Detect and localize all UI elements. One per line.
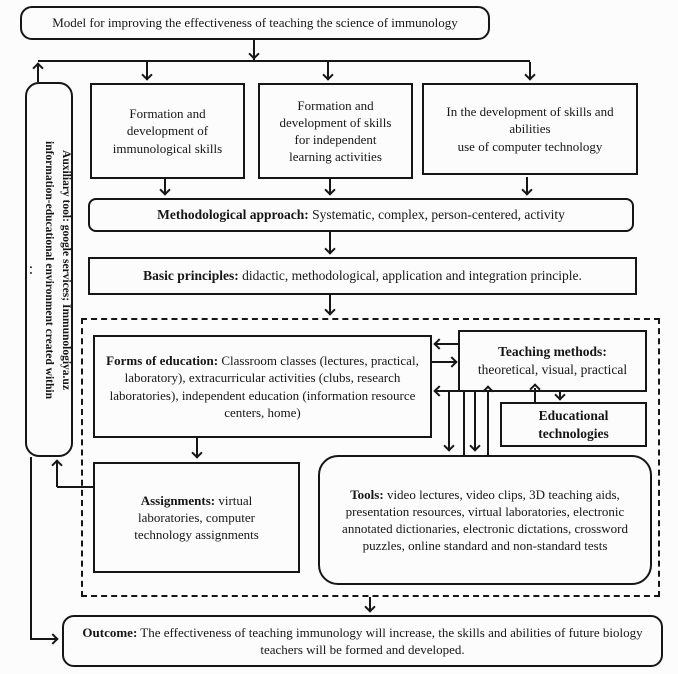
tools-text: Tools: video lectures, video clips, 3D t… xyxy=(342,486,628,554)
connector-line xyxy=(327,62,329,79)
connector-line xyxy=(38,60,530,62)
arrowhead-down xyxy=(324,243,336,255)
box-computer-technology-text: In the development of skills and abiliti… xyxy=(446,104,614,154)
connector-line xyxy=(448,392,450,450)
teaching-methods-text: theoretical, visual, practical xyxy=(477,362,628,377)
connector-line xyxy=(463,392,465,455)
auxiliary-line-3: . . xyxy=(26,265,39,274)
connector-line xyxy=(146,62,148,79)
arrowhead-down xyxy=(248,48,260,60)
box-computer-technology: In the development of skills and abiliti… xyxy=(422,83,638,175)
auxiliary-line-2: information-educational environment crea… xyxy=(43,140,56,399)
connector-line xyxy=(57,486,93,488)
arrowhead-down xyxy=(524,69,536,81)
forms-of-education-box: Forms of education: Classroom classes (l… xyxy=(93,335,432,438)
connector-line xyxy=(329,179,331,194)
methodological-approach-box: Methodological approach: Systematic, com… xyxy=(88,198,634,232)
connector-line xyxy=(30,638,56,640)
teaching-methods-box: Teaching methods: theoretical, visual, p… xyxy=(458,330,647,392)
auxiliary-tool-box xyxy=(25,82,73,457)
forms-of-education-text: Forms of education: Classroom classes (l… xyxy=(106,353,419,420)
arrowhead-right xyxy=(47,633,59,645)
connector-line xyxy=(164,179,166,194)
connector-line xyxy=(534,388,536,402)
arrowhead-down xyxy=(159,184,171,196)
connector-line xyxy=(30,457,32,640)
title-box: Model for improving the effectiveness of… xyxy=(20,6,490,40)
outcome-box: Outcome: The effectiveness of teaching i… xyxy=(62,615,663,667)
forms-of-education-label: Forms of education: xyxy=(106,353,219,369)
connector-line xyxy=(196,438,198,456)
box-immunological-skills: Formation and development of immunologic… xyxy=(90,83,245,179)
connector-line xyxy=(559,392,561,399)
connector-line xyxy=(487,390,489,455)
basic-principles-text: Basic principles: didactic, methodologic… xyxy=(143,268,582,284)
arrowhead-down xyxy=(521,184,533,196)
arrowhead-down xyxy=(324,304,336,316)
outcome-label: Outcome: xyxy=(82,624,138,640)
assignments-box: Assignments: virtual laboratories, compu… xyxy=(93,462,300,573)
outcome-text: Outcome: The effectiveness of teaching i… xyxy=(82,624,643,657)
arrowhead-down xyxy=(324,184,336,196)
tools-label: Tools: xyxy=(350,486,384,502)
arrowhead-up xyxy=(51,459,63,471)
arrowhead-down xyxy=(141,69,153,81)
connector-line xyxy=(329,295,331,314)
connector-line xyxy=(253,40,255,60)
connector-line xyxy=(526,177,528,194)
tools-box: Tools: video lectures, video clips, 3D t… xyxy=(318,455,652,585)
methodological-approach-text: Methodological approach: Systematic, com… xyxy=(157,207,565,223)
educational-technologies-box: Educational technologies xyxy=(500,402,647,447)
connector-line xyxy=(329,232,331,253)
connector-line xyxy=(434,390,458,392)
connector-line xyxy=(434,343,458,345)
assignments-text: Assignments: virtual laboratories, compu… xyxy=(134,492,259,543)
box-independent-learning-text: Formation and development of skills for … xyxy=(279,97,392,165)
box-immunological-skills-text: Formation and development of immunologic… xyxy=(112,106,223,156)
educational-technologies-label: Educational technologies xyxy=(538,407,609,441)
arrowhead-down xyxy=(322,69,334,81)
auxiliary-line-1: Auxiliary tool: google services; Immunol… xyxy=(60,149,73,390)
connector-line xyxy=(56,461,58,487)
connector-line xyxy=(474,392,476,450)
assignments-label: Assignments: xyxy=(140,492,216,508)
basic-principles-box: Basic principles: didactic, methodologic… xyxy=(88,257,637,295)
connector-line xyxy=(37,63,39,82)
dashed-group-frame xyxy=(81,318,660,597)
connector-line xyxy=(529,62,531,79)
box-independent-learning: Formation and development of skills for … xyxy=(258,83,413,179)
connector-line xyxy=(432,361,456,363)
auxiliary-tool-text: Auxiliary tool: google services; Immunol… xyxy=(25,82,73,457)
title-text: Model for improving the effectiveness of… xyxy=(52,15,458,31)
arrowhead-up xyxy=(32,62,44,74)
connector-line xyxy=(369,597,371,611)
methodological-approach-label: Methodological approach: xyxy=(157,207,309,223)
teaching-methods-label: Teaching methods: xyxy=(498,344,607,360)
basic-principles-label: Basic principles: xyxy=(143,268,239,284)
arrowhead-down xyxy=(364,601,376,613)
